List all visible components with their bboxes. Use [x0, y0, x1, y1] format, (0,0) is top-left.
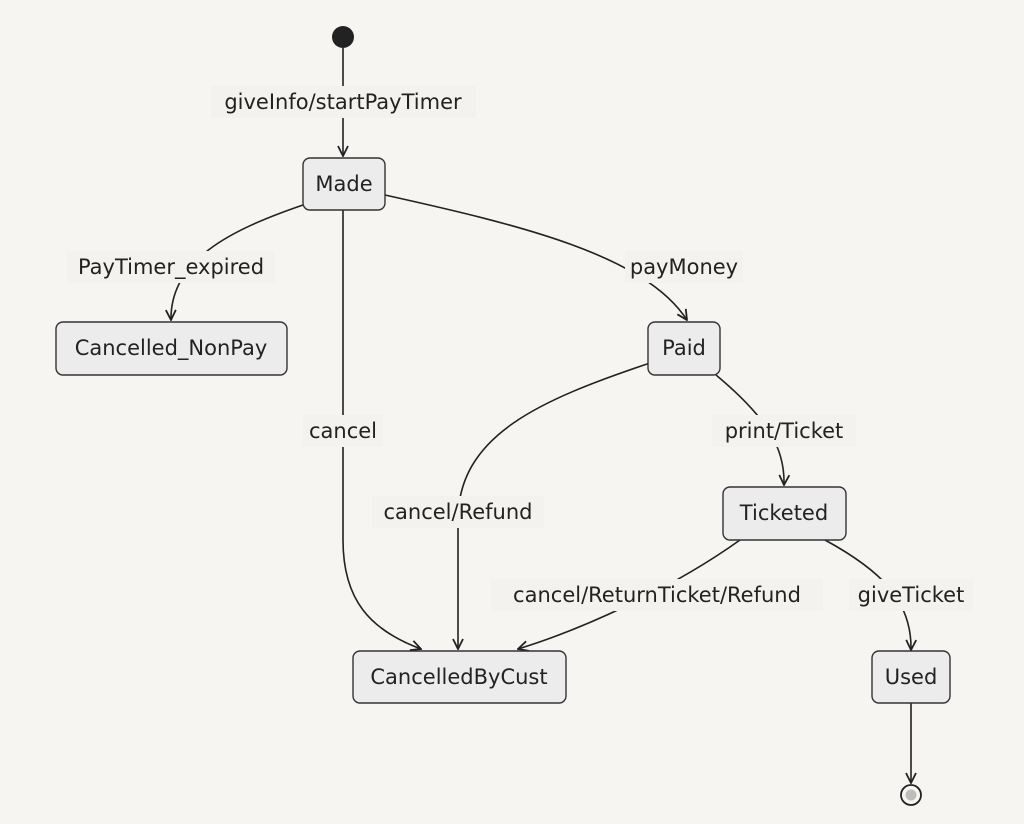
edge-made-to-paid — [384, 194, 687, 320]
state-used: Used — [871, 650, 951, 704]
svg-text:giveTicket: giveTicket — [858, 583, 965, 607]
svg-text:cancel/Refund: cancel/Refund — [383, 500, 532, 524]
label-paid-to-ticketed: print/Ticket — [712, 415, 856, 447]
label-made-to-paid: payMoney — [625, 251, 743, 283]
label-ticketed-to-used: giveTicket — [849, 579, 973, 611]
svg-text:PayTimer_expired: PayTimer_expired — [78, 255, 264, 280]
svg-text:payMoney: payMoney — [630, 255, 738, 279]
label-made-to-cancelled-by-cust: cancel — [303, 415, 383, 447]
state-made: Made — [302, 157, 386, 211]
svg-text:cancel/ReturnTicket/Refund: cancel/ReturnTicket/Refund — [513, 583, 801, 607]
state-cancelled-nonpay: Cancelled_NonPay — [55, 321, 288, 376]
label-paid-to-cancelled-by-cust: cancel/Refund — [372, 496, 544, 528]
label-start-to-made: giveInfo/startPayTimer — [211, 86, 476, 118]
svg-text:Ticketed: Ticketed — [739, 501, 828, 525]
svg-text:cancel: cancel — [309, 419, 377, 443]
svg-text:Made: Made — [315, 172, 372, 196]
state-paid: Paid — [647, 321, 721, 376]
svg-text:giveInfo/startPayTimer: giveInfo/startPayTimer — [224, 90, 462, 114]
state-ticketed: Ticketed — [722, 486, 847, 541]
label-made-to-cancelled-nonpay: PayTimer_expired — [67, 251, 275, 283]
label-ticketed-to-cancelled-by-cust: cancel/ReturnTicket/Refund — [491, 579, 823, 611]
svg-text:print/Ticket: print/Ticket — [725, 419, 844, 443]
final-state-inner — [905, 789, 917, 801]
edge-made-to-cancelled-nonpay — [171, 204, 304, 320]
initial-state — [332, 26, 354, 48]
svg-text:CancelledByCust: CancelledByCust — [370, 665, 547, 689]
state-cancelled-by-cust: CancelledByCust — [352, 650, 567, 704]
svg-text:Paid: Paid — [662, 336, 706, 360]
edge-made-to-cancelled-by-cust — [342, 210, 421, 649]
svg-text:Cancelled_NonPay: Cancelled_NonPay — [75, 336, 268, 361]
svg-text:Used: Used — [885, 665, 938, 689]
